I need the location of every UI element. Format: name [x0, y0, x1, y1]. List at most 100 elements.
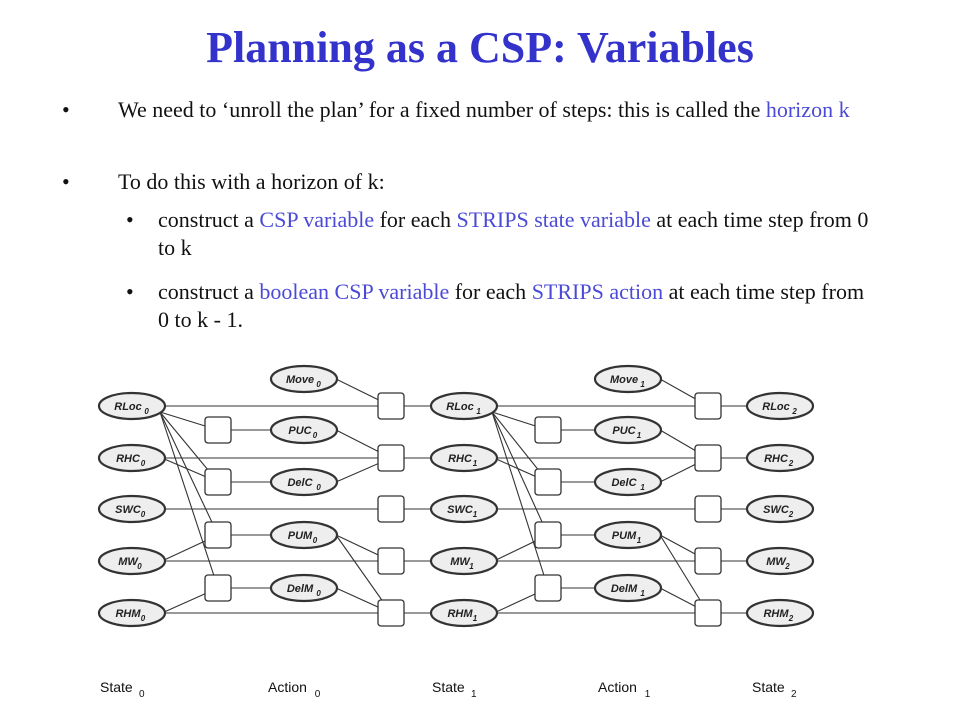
edge-line — [491, 411, 549, 589]
state-node-label: SWC — [447, 504, 474, 516]
effect-constraint-box — [694, 392, 722, 420]
precondition-constraint-box — [204, 468, 232, 496]
bullet-text-part: at each time step from 0 to k - 1. — [158, 279, 865, 332]
state-node — [97, 443, 167, 473]
action-node-subscript: 1 — [637, 431, 642, 440]
state-node-label: MW — [450, 556, 471, 568]
state-node-label: RLoc — [114, 401, 142, 413]
state-node-label: RLoc — [762, 401, 790, 413]
precondition-constraint-box — [204, 521, 232, 549]
action-node — [593, 573, 663, 603]
highlight-term: CSP variable — [259, 207, 375, 232]
action-node-subscript: 1 — [640, 483, 645, 492]
action-node — [593, 364, 663, 394]
action-node-subscript: 0 — [313, 431, 318, 440]
state-node-subscript: 2 — [788, 614, 794, 623]
bullet-text-part: for each — [449, 279, 532, 304]
state-node-subscript: 1 — [473, 510, 478, 519]
precondition-constraint-box — [534, 574, 562, 602]
precondition-constraint-box — [204, 416, 232, 444]
state-node-subscript: 0 — [141, 459, 146, 468]
state-node-label: RLoc — [446, 401, 474, 413]
action-node — [593, 520, 663, 550]
effect-constraint-box — [377, 495, 405, 523]
effect-constraint-box — [377, 444, 405, 472]
state-node-subscript: 2 — [791, 407, 797, 416]
highlight-term: STRIPS action — [531, 279, 664, 304]
state-node — [97, 598, 167, 628]
action-node-label: PUM — [288, 530, 313, 542]
action-node-subscript: 0 — [316, 380, 321, 389]
action-node-subscript: 0 — [313, 536, 318, 545]
state-node — [745, 546, 815, 576]
effect-constraint-box — [694, 444, 722, 472]
state-node-label: RHC — [116, 453, 141, 465]
edge-line — [491, 411, 549, 536]
state-node — [97, 391, 167, 421]
state-node-label: MW — [766, 556, 787, 568]
state-node — [97, 494, 167, 524]
state-node-label: MW — [118, 556, 139, 568]
bullet-text-part: at each time step from 0 to k — [158, 207, 869, 260]
state-node-label: RHC — [448, 453, 473, 465]
state-node-label: SWC — [763, 504, 790, 516]
action-node-subscript: 1 — [640, 380, 645, 389]
action-node — [269, 573, 339, 603]
column-label-subscript: 0 — [139, 689, 145, 700]
action-node-label: Move — [286, 374, 314, 386]
bullet-text-part: construct a — [158, 207, 260, 232]
edge-line — [159, 411, 219, 589]
bullet-horizon: •We need to ‘unroll the plan’ for a fixe… — [62, 97, 850, 122]
state-node-subscript: 0 — [141, 614, 146, 623]
state-node-label: RHM — [447, 608, 473, 620]
precondition-constraint-box — [204, 574, 232, 602]
precondition-constraint-box — [534, 468, 562, 496]
highlight-term: STRIPS state variable — [456, 207, 651, 232]
action-node-subscript: 0 — [316, 483, 321, 492]
action-node — [269, 467, 339, 497]
state-node — [429, 546, 499, 576]
action-node-label: PUC — [612, 425, 636, 437]
column-label: State — [432, 679, 465, 695]
subbullet-state-vars: •construct a CSP variable for each STRIP… — [126, 207, 869, 260]
state-node-label: RHM — [115, 608, 141, 620]
action-node-label: DelC — [611, 477, 637, 489]
action-node-label: PUC — [288, 425, 312, 437]
precondition-constraint-box — [534, 416, 562, 444]
state-node-subscript: 0 — [141, 510, 146, 519]
column-label-subscript: 1 — [645, 689, 651, 700]
precondition-constraint-box — [534, 521, 562, 549]
column-label: Action — [598, 679, 637, 695]
state-node-subscript: 2 — [788, 459, 794, 468]
bullet-horizon-k: •To do this with a horizon of k: — [62, 169, 385, 194]
bullet-text: We need to ‘unroll the plan’ for a fixed… — [118, 97, 850, 122]
action-node-subscript: 0 — [316, 589, 321, 598]
bullet-text: construct a boolean CSP variable for eac… — [158, 279, 864, 332]
action-node — [269, 415, 339, 445]
action-node-label: DelM — [287, 583, 314, 595]
action-node — [593, 467, 663, 497]
effect-constraint-box — [694, 495, 722, 523]
state-node-subscript: 2 — [788, 510, 794, 519]
state-node — [745, 391, 815, 421]
bullet-text-part: To do this with a horizon of k: — [118, 169, 385, 194]
action-node — [269, 364, 339, 394]
column-label: Action — [268, 679, 307, 695]
column-label-subscript: 2 — [791, 689, 797, 700]
subbullet-action-vars: •construct a boolean CSP variable for ea… — [126, 279, 865, 332]
state-node-label: RHM — [763, 608, 789, 620]
slide-title: Planning as a CSP: Variables — [206, 23, 754, 72]
effect-constraint-box — [694, 599, 722, 627]
effect-constraint-box — [377, 599, 405, 627]
highlight-term: horizon k — [765, 97, 850, 122]
action-node-label: Move — [610, 374, 638, 386]
state-node-subscript: 2 — [784, 562, 790, 571]
column-label-subscript: 1 — [471, 689, 477, 700]
state-node-subscript: 0 — [144, 407, 149, 416]
action-node-subscript: 1 — [637, 536, 642, 545]
bullet-text-part: construct a — [158, 279, 260, 304]
bullet-text-part: for each — [374, 207, 457, 232]
state-node — [429, 391, 499, 421]
state-node-subscript: 1 — [469, 562, 474, 571]
